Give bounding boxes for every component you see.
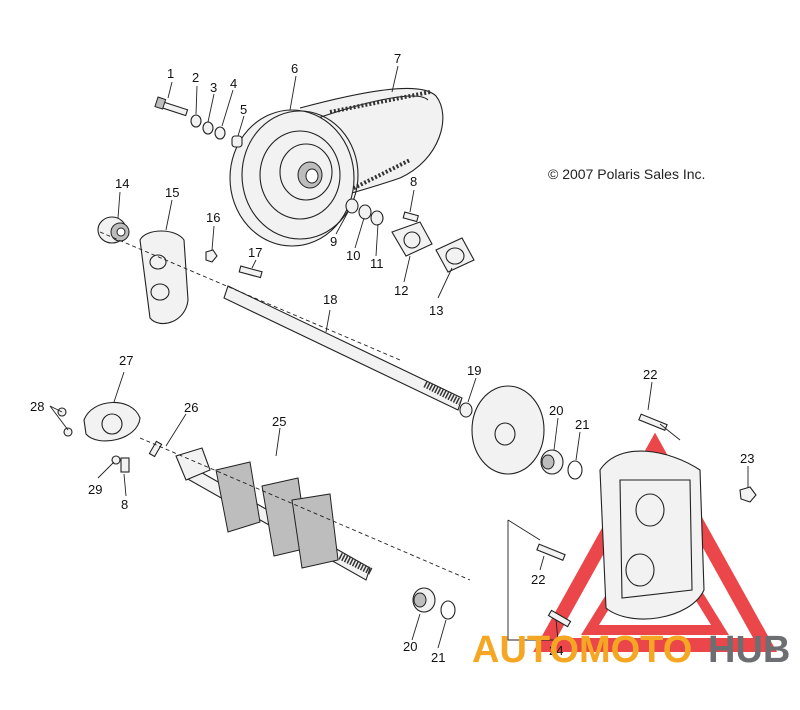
callout-10: 10 — [346, 248, 360, 263]
callout-9: 9 — [330, 234, 337, 249]
nut-23 — [739, 486, 757, 503]
callout-28: 28 — [30, 399, 44, 414]
callout-24: 24 — [549, 643, 563, 658]
nut-16 — [205, 249, 218, 263]
bolt-8-lower — [120, 457, 130, 473]
washer-28b — [63, 427, 73, 437]
callout-17: 17 — [248, 245, 262, 260]
callout-12: 12 — [394, 283, 408, 298]
bolt-26 — [148, 440, 163, 458]
callout-8-lower: 8 — [121, 497, 128, 512]
drive-clutch — [229, 109, 359, 247]
callout-20-upper: 20 — [549, 403, 563, 418]
o-ring-21-upper — [567, 460, 583, 480]
bearing-flange-13 — [435, 237, 475, 273]
washer-11 — [370, 210, 384, 226]
callout-16: 16 — [206, 210, 220, 225]
bearing-plate-15 — [139, 230, 189, 325]
callout-21-upper: 21 — [575, 417, 589, 432]
bolt-8-upper — [402, 211, 419, 223]
bolt-24 — [547, 609, 572, 628]
callout-25: 25 — [272, 414, 286, 429]
callout-21-lower: 21 — [431, 650, 445, 665]
bolt-22-upper — [638, 413, 668, 431]
washer-3 — [202, 121, 214, 135]
callout-22-lower: 22 — [531, 572, 545, 587]
callout-15: 15 — [165, 185, 179, 200]
bolt-22-lower — [536, 543, 566, 561]
bearing-flange-12 — [391, 221, 433, 257]
callout-22-upper: 22 — [643, 367, 657, 382]
bearing-14 — [97, 216, 130, 244]
callout-14: 14 — [115, 176, 129, 191]
callout-labels: 1 2 3 4 5 6 7 8 9 10 11 12 13 14 15 16 1… — [30, 51, 754, 665]
callout-8-upper: 8 — [410, 174, 417, 189]
callout-29: 29 — [88, 482, 102, 497]
callout-1: 1 — [167, 66, 174, 81]
leader-lines — [49, 65, 749, 649]
bearing-20-lower — [412, 587, 436, 613]
callout-20-lower: 20 — [403, 639, 417, 654]
brake-disc — [471, 385, 545, 475]
washer-9 — [345, 198, 359, 214]
washer-10 — [358, 204, 372, 220]
bearing-20-upper — [540, 449, 564, 475]
watermark-text-gray: HUB — [708, 629, 790, 671]
watermark-triangle-outer — [533, 432, 777, 652]
callout-18: 18 — [323, 292, 337, 307]
key-17 — [238, 265, 263, 279]
copyright-text: © 2007 Polaris Sales Inc. — [548, 166, 705, 182]
washer-2 — [190, 114, 202, 128]
bolt-1 — [154, 96, 189, 117]
callout-4: 4 — [230, 76, 237, 91]
callout-6: 6 — [291, 61, 298, 76]
drive-shaft-18 — [223, 285, 463, 411]
spacer-5 — [231, 135, 243, 148]
watermark-text-orange: AUTOMOTO — [472, 629, 692, 671]
o-ring-21-lower — [440, 600, 456, 620]
callout-2: 2 — [192, 70, 199, 85]
callout-7: 7 — [394, 51, 401, 66]
callout-5: 5 — [240, 102, 247, 117]
o-ring-19 — [459, 402, 473, 418]
bearing-flange-27 — [83, 401, 141, 442]
callout-13: 13 — [429, 303, 443, 318]
callout-23: 23 — [740, 451, 754, 466]
watermark-wordmark: AUTOMOTO HUB — [472, 629, 790, 671]
washer-4 — [214, 126, 226, 140]
callout-27: 27 — [119, 353, 133, 368]
callout-19: 19 — [467, 363, 481, 378]
callout-3: 3 — [210, 80, 217, 95]
track-drive-shaft-25 — [175, 447, 374, 581]
callout-26: 26 — [184, 400, 198, 415]
callout-11: 11 — [370, 256, 384, 271]
chaincase-housing — [599, 450, 705, 620]
